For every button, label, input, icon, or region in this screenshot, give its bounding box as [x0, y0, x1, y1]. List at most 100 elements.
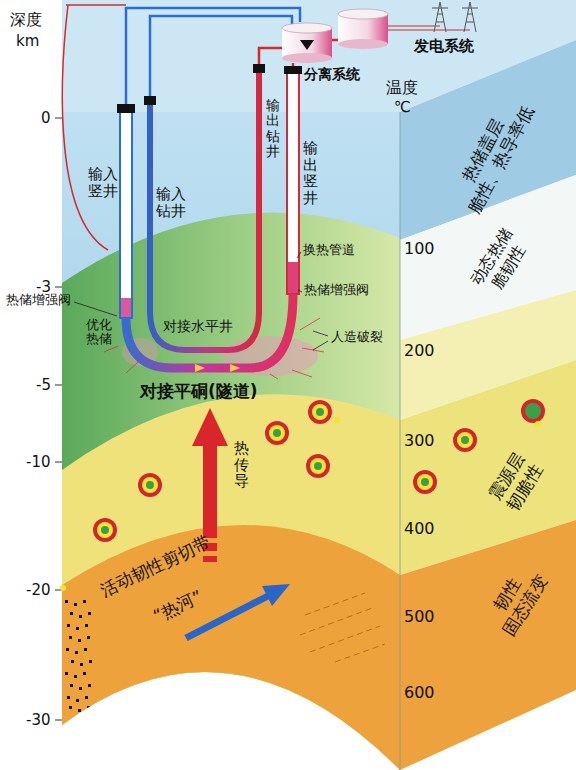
- focus-ring: [310, 458, 326, 474]
- arrow-shaft: [203, 444, 217, 538]
- tick: [55, 385, 62, 386]
- leader: [313, 331, 328, 336]
- enhance-valve: [121, 298, 131, 317]
- focus-ring: [521, 399, 545, 423]
- power-pylons: [432, 2, 478, 32]
- leader: [74, 302, 117, 316]
- dot: [74, 675, 77, 678]
- focus-dot: [535, 421, 541, 427]
- well-label: 输入竖井: [88, 166, 119, 199]
- arrow-head: [262, 584, 290, 606]
- shear-texture: [335, 644, 385, 662]
- dot: [87, 706, 90, 709]
- dot: [79, 687, 82, 690]
- axis-unit: ℃: [394, 98, 411, 116]
- tick: [55, 462, 62, 463]
- flow-arrow: [195, 364, 205, 372]
- focus-ring: [138, 473, 162, 497]
- output-shaft: [287, 72, 299, 294]
- focus-ring: [97, 522, 113, 538]
- shear-texture: [310, 626, 380, 652]
- part-label: 对接平硐(隧道): [140, 381, 258, 401]
- depth-tick: -20: [26, 581, 51, 599]
- reservoir-layer: [62, 212, 400, 770]
- dot: [87, 636, 90, 639]
- axis-title: 深度: [10, 10, 42, 29]
- focus-core: [273, 429, 281, 437]
- dot: [71, 660, 74, 663]
- system-label: 发电系统: [414, 37, 474, 55]
- focus-ring: [312, 404, 328, 420]
- fracture: [104, 346, 118, 352]
- front-face: [62, 112, 400, 770]
- seismic-foci: [60, 399, 545, 591]
- part-label: 人造破裂: [331, 329, 383, 345]
- dot: [65, 672, 68, 675]
- tank-arrow: [300, 40, 314, 50]
- blue-pipe: [126, 8, 300, 106]
- dot: [66, 648, 69, 651]
- temperature-tick: 200: [404, 341, 435, 360]
- dot: [69, 706, 72, 709]
- fracture: [270, 374, 278, 379]
- well-label: 输入钻井: [156, 186, 187, 219]
- tick: [55, 118, 62, 119]
- dot: [79, 615, 82, 618]
- tank-top: [282, 23, 332, 33]
- horizontal-well: [150, 72, 259, 350]
- focus-ring: [453, 428, 477, 452]
- focus-core: [316, 408, 324, 416]
- shear-texture: [300, 593, 385, 662]
- dot: [70, 684, 73, 687]
- dot: [85, 696, 88, 699]
- dot: [78, 639, 81, 642]
- focus-core: [461, 436, 469, 444]
- leader: [313, 341, 328, 350]
- axis-title: 温度: [386, 78, 418, 97]
- block-edge: [400, 112, 401, 770]
- dot: [75, 651, 78, 654]
- system-label: 分离系统: [304, 66, 360, 83]
- focus-core: [314, 462, 322, 470]
- pylon: [462, 2, 478, 32]
- focus-ring: [269, 425, 285, 441]
- depth-tick: 0: [41, 109, 51, 127]
- dot: [78, 709, 81, 712]
- part-label: 热储增强阀: [304, 282, 369, 298]
- generator-tank: [338, 9, 388, 49]
- focus-ring: [308, 400, 332, 424]
- fracture: [292, 370, 312, 377]
- focus-ring: [417, 474, 433, 490]
- ductile-layer: [62, 525, 400, 770]
- dot: [70, 612, 73, 615]
- depth-tick: -10: [26, 453, 51, 471]
- focus-core: [101, 526, 109, 534]
- flow-arrow: [230, 364, 240, 372]
- shear-texture: [300, 607, 375, 635]
- temperature-tick: 600: [404, 683, 435, 702]
- axis-unit: km: [16, 32, 39, 50]
- leader: [297, 252, 301, 258]
- leader: [298, 290, 302, 292]
- dot: [83, 600, 86, 603]
- arrow-head: [192, 408, 228, 446]
- depth-tick: -5: [36, 376, 51, 394]
- depth-tick: -30: [26, 711, 51, 729]
- tank-bottom: [282, 53, 332, 63]
- temperature-tick: 300: [404, 431, 435, 450]
- tank-top: [338, 9, 388, 19]
- arrow-dash: [203, 556, 217, 562]
- dot: [88, 684, 91, 687]
- temperature-tick: 500: [404, 607, 435, 626]
- dot: [83, 672, 86, 675]
- shear-texture: [305, 593, 365, 615]
- depth-ticks: [55, 118, 62, 720]
- tick: [55, 720, 62, 721]
- well-cap: [253, 64, 265, 73]
- focus-ring: [265, 421, 289, 445]
- dot: [80, 663, 83, 666]
- temperature-tick: 100: [404, 239, 435, 258]
- red-wire: [62, 5, 108, 250]
- fracture: [300, 318, 320, 330]
- leader-lines: [74, 252, 328, 350]
